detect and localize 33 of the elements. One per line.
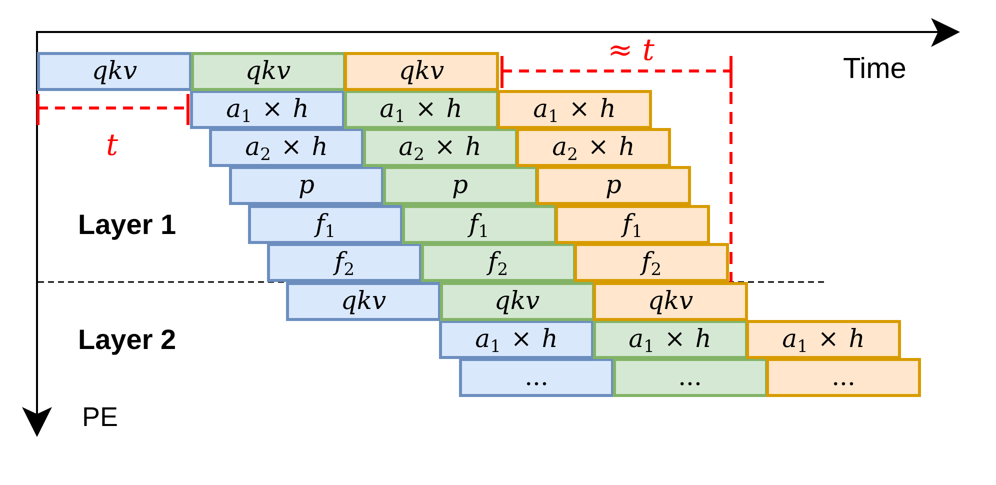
task-block: f$_{1}$ <box>402 205 556 244</box>
layer-label: Layer 2 <box>78 326 176 354</box>
task-block: qkv <box>286 282 441 321</box>
task-block: ... <box>612 358 768 397</box>
task-block: a$_{2}$ × h <box>209 128 364 167</box>
task-block: f$_{2}$ <box>267 243 422 282</box>
task-block: qkv <box>440 282 594 321</box>
task-block: a$_{1}$ × h <box>344 90 498 129</box>
task-block: ... <box>459 358 614 397</box>
task-block: f$_{1}$ <box>555 205 710 244</box>
task-block: qkv <box>593 282 748 321</box>
task-block: a$_{2}$ × h <box>516 128 671 167</box>
dimension-label: ≈ t <box>608 36 654 66</box>
task-block: a$_{2}$ × h <box>362 128 518 167</box>
task-block: f$_{2}$ <box>574 243 729 282</box>
dimension-label: t <box>106 131 118 161</box>
task-block: a$_{1}$ × h <box>746 320 901 359</box>
task-block: p <box>536 166 691 205</box>
layer-label: Layer 1 <box>78 211 176 239</box>
task-block: f$_{2}$ <box>420 243 576 282</box>
axis-label: Time <box>843 55 906 84</box>
task-block: a$_{1}$ × h <box>439 320 594 359</box>
task-block: f$_{1}$ <box>248 205 403 244</box>
task-block: a$_{1}$ × h <box>592 320 748 359</box>
axis-label: PE <box>82 404 118 431</box>
task-block: a$_{1}$ × h <box>497 90 652 129</box>
task-block: qkv <box>190 52 346 91</box>
task-block: p <box>229 166 384 205</box>
task-block: qkv <box>37 52 192 91</box>
task-block: p <box>382 166 538 205</box>
task-block: qkv <box>344 52 499 91</box>
task-block: a$_{1}$ × h <box>190 90 345 129</box>
task-block: ... <box>766 358 921 397</box>
